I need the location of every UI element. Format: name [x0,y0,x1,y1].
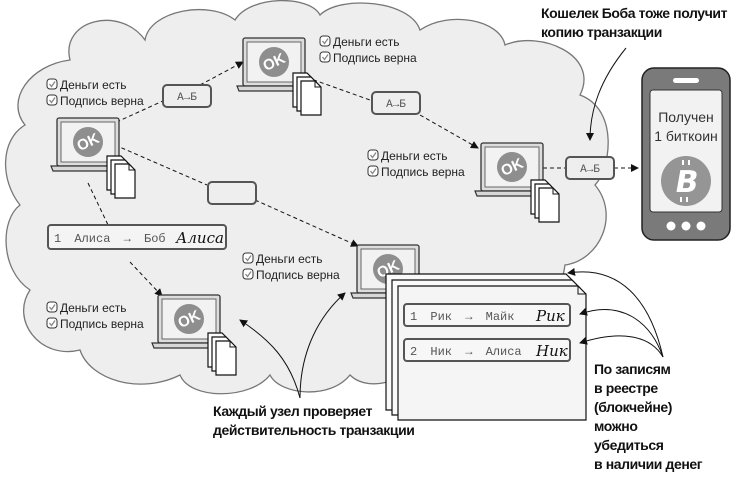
link-sender-center [114,144,358,246]
entry-to: Алиса [486,345,522,359]
callout-line: копию транзакции [541,24,662,40]
bitcoin-icon: B [661,156,711,206]
entry-signature: Ник [535,342,568,360]
checkbox-icon [319,51,331,63]
packet-label: А→Б [177,92,197,104]
ledger-callout-arrow [579,335,664,358]
check-label: Деньги есть [256,252,323,266]
svg-text:2 Ник →: 2 Ник → Алиса [410,345,522,359]
entry-signature: Рик [535,307,565,325]
entry-arrow: → [465,310,473,324]
checkbox-icon [319,35,331,47]
bob-phone: Получен 1 биткоин B [641,67,731,241]
check-label: Подпись верна [256,268,340,282]
verify-callout-arrow [299,292,346,399]
packet-label: А→Б [386,99,406,111]
verify-callout-arrow [239,319,301,399]
tx-from: Алиса [74,232,110,246]
connections [87,62,638,296]
checkbox-icon [242,252,254,264]
phone-line2: 1 биткоин [654,128,718,144]
packet-empty [207,181,257,205]
node-center: Деньги есть Подпись верна [242,244,426,299]
svg-text:1 Рик →: 1 Рик → Майк [410,310,514,324]
ledger: 1 Рик → Майк Рик 2 Ник → Алиса Ник [385,273,587,421]
callout-line: убедиться [594,437,664,453]
callout-line: можно [594,418,637,434]
entry-arrow: → [465,345,473,359]
phone-button-icon [681,221,691,231]
check-label: Деньги есть [381,149,448,163]
node-bottom-left: Деньги есть Подпись верна [46,294,237,376]
tx-to: Боб [144,232,166,246]
checklist: Деньги есть Подпись верна [46,301,144,331]
checklist: Деньги есть Подпись верна [46,78,144,108]
node-top: Деньги есть Подпись верна [236,35,417,116]
check-label: Подпись верна [60,94,144,108]
callout-line: действительность транзакции [213,422,414,438]
ledger-callout-arrow [579,307,664,358]
ledger-entry: 2 Ник → Алиса Ник [403,338,571,362]
checkbox-icon [46,94,58,106]
entry-to: Майк [486,310,515,324]
verify-callout: Каждый узел проверяет действительность т… [213,403,415,438]
checkbox-icon [367,165,379,177]
check-label: Деньги есть [60,301,127,315]
phone-button-icon [696,221,706,231]
check-label: Подпись верна [60,317,144,331]
callout-arrows [239,47,664,399]
svg-text:1 Алиса → Бо: 1 Алиса → Боб [54,232,166,246]
check-label: Деньги есть [333,35,400,49]
entry-number: 2 [410,345,417,359]
ledger-callout-arrow [567,267,664,358]
ledger-entry: 1 Рик → Майк Рик [403,303,571,327]
node-right: Деньги есть Подпись верна [367,142,560,223]
phone-button-icon [666,221,676,231]
packet-label: А→Б [580,164,600,176]
callout-line: Кошелек Боба тоже получит [541,5,728,21]
callout-line: в наличии денег [594,456,703,472]
callout-line: (блокчейне) [594,399,672,415]
tx-signature: Алиса [175,229,224,247]
callout-line: По записям [594,361,670,377]
check-label: Деньги есть [60,78,127,92]
entry-from: Ник [430,345,452,359]
checkbox-icon [46,317,58,329]
tx-arrow: → [124,232,132,246]
callout-line: в реестре [594,380,658,396]
entry-number: 1 [410,310,417,324]
wallet-callout: Кошелек Боба тоже получит копию транзакц… [541,5,728,40]
check-label: Подпись верна [333,51,417,65]
alice-transaction: 1 Алиса → Боб Алиса [47,224,227,250]
packet: А→Б [162,84,212,108]
link-top-right [299,74,478,148]
tx-number: 1 [54,232,61,246]
checkbox-icon [242,268,254,280]
packet: А→Б [565,156,615,180]
phone-line1: Получен [658,109,714,125]
link-sender-bottomleft [87,182,162,296]
wallet-callout-arrow [586,47,627,141]
checkbox-icon [46,78,58,90]
checklist: Деньги есть Подпись верна [367,149,465,179]
checkbox-icon [46,301,58,313]
checkbox-icon [367,149,379,161]
node-sender: Деньги есть Подпись верна [46,78,144,199]
entry-from: Рик [430,310,452,324]
checklist: Деньги есть Подпись верна [242,252,340,282]
callout-line: Каждый узел проверяет [213,403,373,419]
packet: А→Б [371,91,421,115]
ledger-callout: По записям в реестре (блокчейне) можно у… [594,361,703,472]
check-label: Подпись верна [381,165,465,179]
checklist: Деньги есть Подпись верна [319,35,417,65]
